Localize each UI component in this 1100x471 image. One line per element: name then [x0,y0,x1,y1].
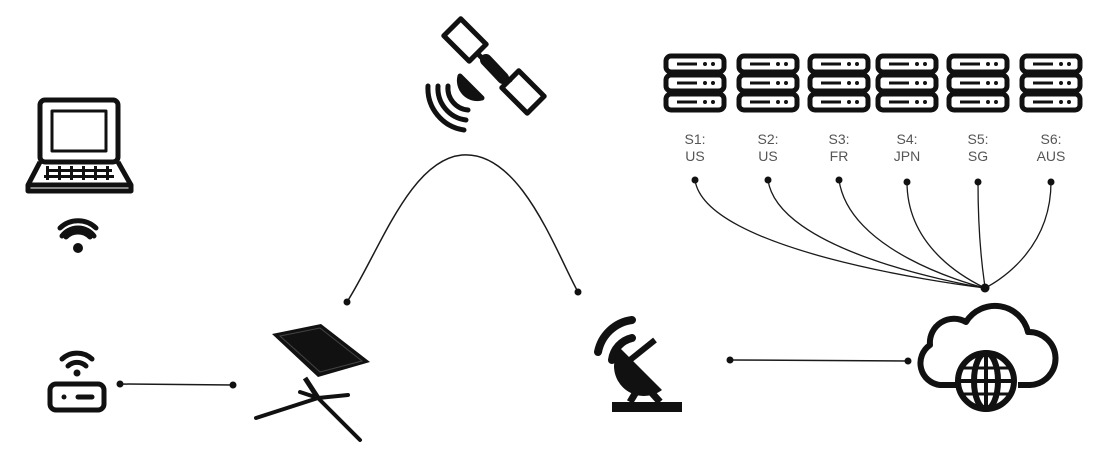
server-rack-icon [946,53,1010,113]
server-connector-node [835,176,843,184]
server-connector-line [767,179,986,289]
server-id-label: S6: [1040,131,1061,147]
server-connector-node [1047,178,1055,186]
router-icon [47,350,107,413]
server-connector-line [694,179,986,289]
server-connector-node [903,178,911,186]
server-location-label: US [758,148,777,164]
server-rack-icon [807,53,871,113]
server-location-label: JPN [894,148,920,164]
server-id-label: S2: [757,131,778,147]
server-connector-node [764,176,772,184]
starlink-dish-icon [254,324,370,442]
server-location-label: FR [830,148,849,164]
router-dish-connector [116,380,237,389]
satellite-icon [425,16,547,133]
server-connector-line [984,181,1052,289]
server-location-label: SG [968,148,988,164]
cloud-globe-icon [917,302,1059,412]
server-rack-icon [875,53,939,113]
server-id-label: S5: [967,131,988,147]
server-connector-line [838,179,986,289]
server-rack-icon [663,53,727,113]
server-connector-line [977,181,986,289]
server-rack-icon [1019,53,1083,113]
server-id-label: S1: [684,131,705,147]
server-id-label: S4: [896,131,917,147]
server-location-label: AUS [1037,148,1066,164]
server-connector-line [906,181,986,289]
server-connector-node [691,176,699,184]
satellite-link-arc [343,154,582,306]
station-internet-connector [726,356,912,365]
laptop-icon [25,97,134,194]
server-fan-lines [691,176,1055,289]
server-rack-icon [736,53,800,113]
ground-station-icon [594,316,682,412]
server-location-label: US [685,148,704,164]
server-junction-node [980,283,990,293]
server-connector-node [974,178,982,186]
wifi-icon [57,218,99,253]
server-id-label: S3: [828,131,849,147]
